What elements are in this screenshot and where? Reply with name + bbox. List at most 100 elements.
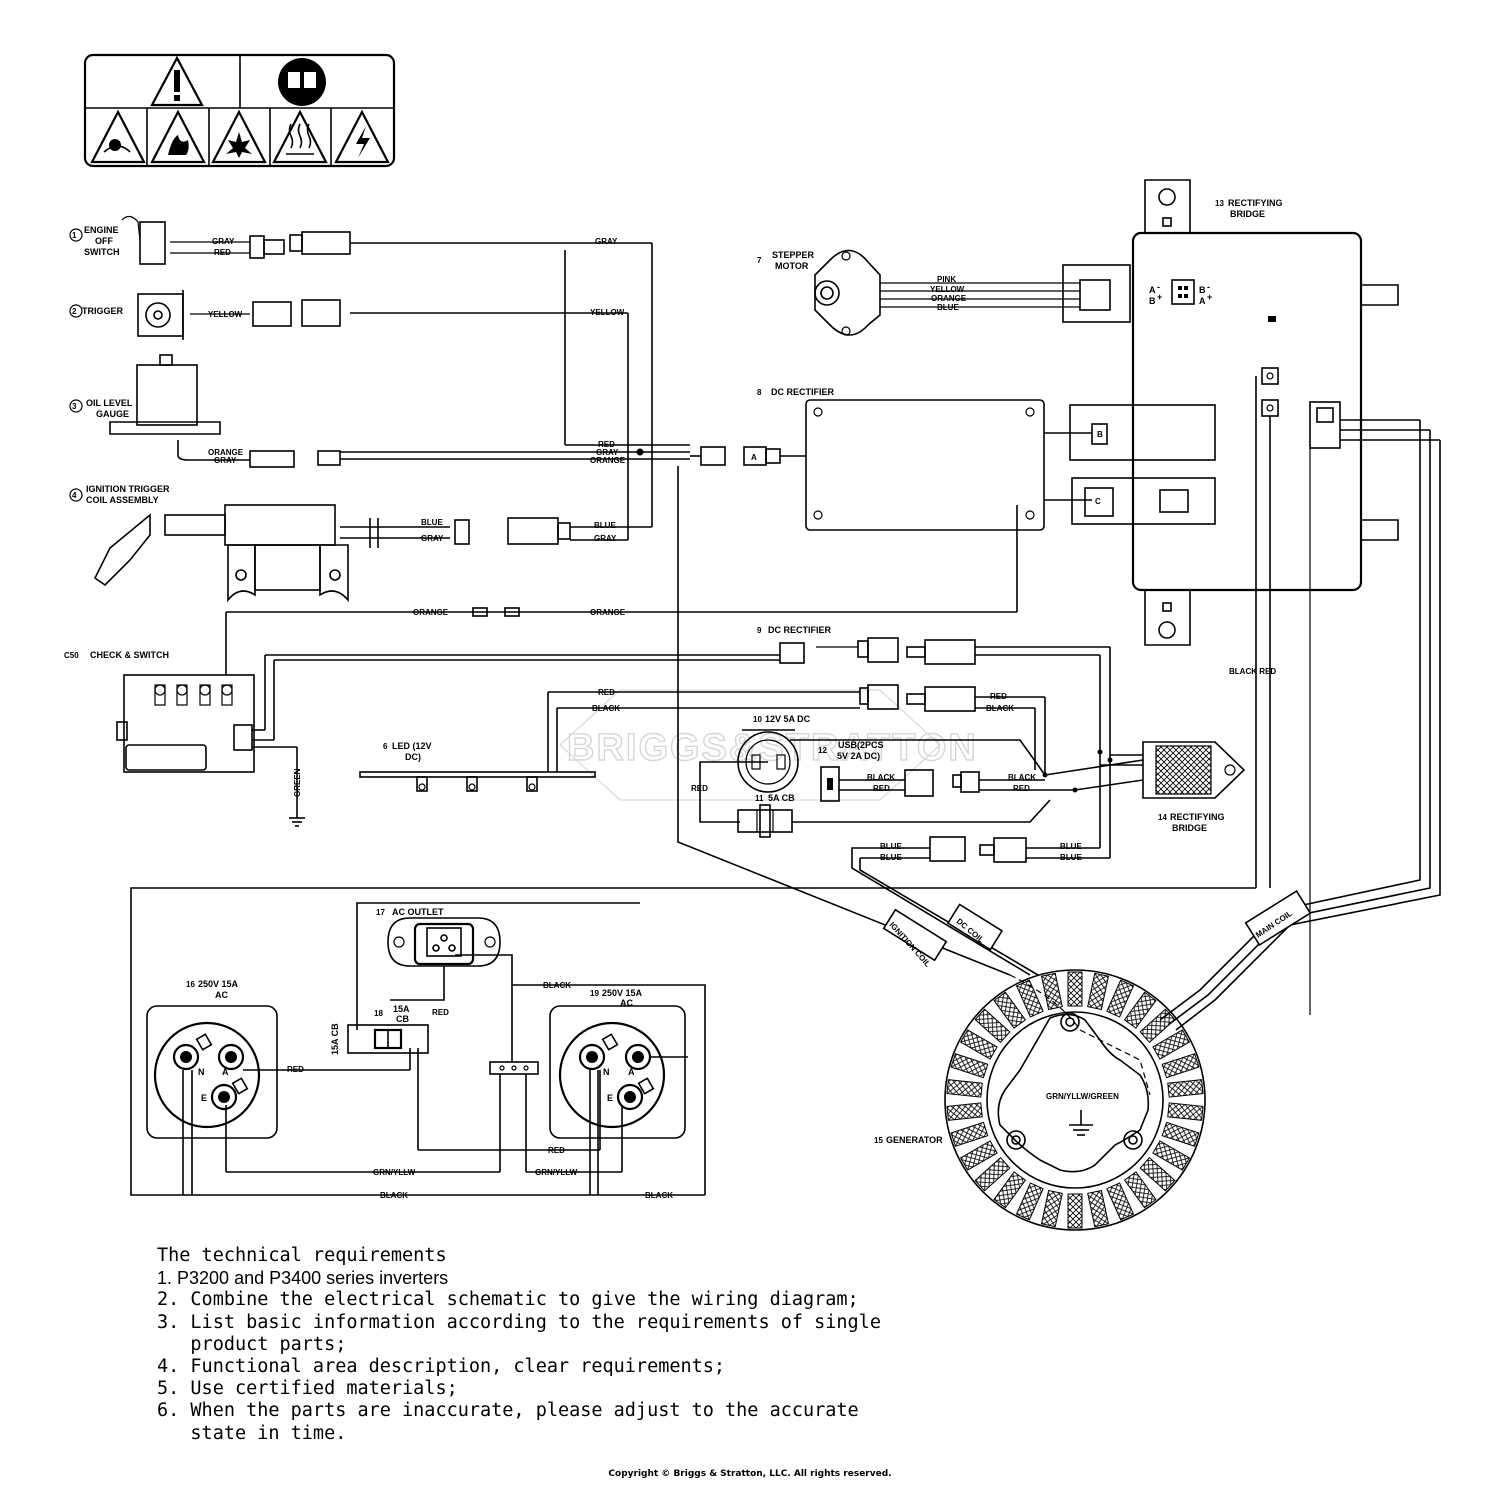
- wire-black-7: BLACK: [645, 1191, 673, 1200]
- dc-outlet-12v: [699, 729, 1046, 823]
- stator-tooth: [1106, 979, 1135, 1018]
- label-engine-off-1: ENGINE: [84, 225, 119, 235]
- fire-hazard-icon: [150, 109, 206, 164]
- component-labels: 1 ENGINE OFF SWITCH 2 TRIGGER 3 OIL LEVE…: [64, 198, 1283, 1145]
- wire-red-8: RED: [287, 1065, 304, 1074]
- wire-blue-3: BLUE: [937, 303, 959, 312]
- note-item-4: 4. Functional area description, clear re…: [157, 1356, 726, 1378]
- stator-tooth: [1123, 1171, 1157, 1209]
- hot-surface-icon: [272, 109, 328, 164]
- stator-tooth: [1139, 1156, 1176, 1192]
- pin-minus-left: -: [1157, 282, 1160, 292]
- label-outlet16-2: AC: [215, 990, 228, 1000]
- label-generator: GENERATOR: [886, 1135, 943, 1145]
- wire-red-1: RED: [214, 248, 231, 257]
- num-6: 6: [383, 742, 388, 751]
- stator-tooth: [1067, 971, 1083, 1007]
- wire-green: GREEN: [293, 768, 302, 797]
- label-ac-outlet: AC OUTLET: [392, 907, 444, 917]
- stator-tooth: [1139, 1008, 1176, 1044]
- label-rb13-1: RECTIFYING: [1228, 198, 1283, 208]
- stator-tooth: [1087, 1189, 1110, 1228]
- wire-red-9: RED: [432, 1008, 449, 1017]
- stator-tooth: [974, 1156, 1011, 1192]
- stator-tooth: [993, 1171, 1027, 1209]
- terminal-n-19: N: [603, 1067, 610, 1077]
- num-19: 19: [590, 989, 599, 998]
- wire-gray-3: GRAY: [214, 456, 237, 465]
- wire-red-2: RED: [598, 440, 615, 449]
- wire-red-7: RED: [691, 784, 708, 793]
- pin-minus-right: -: [1207, 282, 1210, 292]
- num-2: 2: [72, 307, 77, 316]
- label-stepper-2: MOTOR: [775, 261, 809, 271]
- black-red-return: [130, 887, 1256, 1196]
- label-usb-2: 5V 2A DC): [837, 751, 880, 761]
- stator-tooth: [946, 1102, 983, 1121]
- connector-b: B: [1097, 430, 1103, 439]
- label-cb15-side: 15A CB: [330, 1023, 340, 1055]
- dc-rectifier-9: [265, 637, 1111, 858]
- connector-labels: A B C A - B + B - A + N A E N A E: [198, 282, 1212, 1103]
- pin-b-left: B: [1149, 296, 1156, 306]
- label-stepper-1: STEPPER: [772, 250, 815, 260]
- oil-level-gauge: [69, 354, 341, 468]
- num-1: 1: [72, 231, 77, 240]
- note-item-3: 3. List basic information according to t…: [157, 1311, 881, 1333]
- led-bar: [359, 692, 596, 792]
- copyright-notice: Copyright © Briggs & Stratton, LLC. All …: [608, 1469, 892, 1479]
- dc-rectifier-8: [805, 399, 1216, 531]
- stator-tooth: [1106, 1182, 1135, 1221]
- stator-tooth: [1123, 991, 1157, 1029]
- stator-tooth: [1087, 972, 1110, 1011]
- stator-tooth: [974, 1008, 1011, 1044]
- pin-plus-right: +: [1207, 292, 1212, 302]
- ac-outlet-17: [387, 917, 513, 1062]
- stator-tooth: [1161, 1053, 1200, 1079]
- num-9: 9: [757, 626, 762, 635]
- wire-blue-4: BLUE: [880, 842, 902, 851]
- num-12: 12: [818, 746, 827, 755]
- stator-tooth: [1152, 1140, 1191, 1171]
- num-8: 8: [757, 388, 762, 397]
- num-4: 4: [72, 491, 77, 500]
- wire-black-5: BLACK: [543, 981, 571, 990]
- stator-tooth: [946, 1079, 983, 1098]
- notes-title: The technical requirements: [157, 1245, 447, 1266]
- label-oil-2: GAUGE: [96, 409, 129, 419]
- wire-yellow-1: YELLOW: [208, 310, 243, 319]
- wire-red-5: RED: [873, 784, 890, 793]
- wire-grnyllw-2: GRN/YLLW: [535, 1168, 578, 1177]
- terminal-a-16: A: [222, 1067, 229, 1077]
- circuit-breaker-15a: [347, 902, 640, 1151]
- num-3: 3: [72, 402, 77, 411]
- num-17: 17: [376, 908, 385, 917]
- connector-a: A: [751, 453, 757, 462]
- wire-orange-5: ORANGE: [931, 294, 967, 303]
- label-rb14-2: BRIDGE: [1172, 823, 1207, 833]
- label-cb15-2: CB: [396, 1014, 409, 1024]
- num-16: 16: [186, 980, 195, 989]
- label-usb-1: USB(2PCS: [838, 740, 884, 750]
- label-engine-off-3: SWITCH: [84, 247, 120, 257]
- label-5a-cb: 5A CB: [768, 793, 795, 803]
- wire-grnyllw-1: GRN/YLLW: [373, 1168, 416, 1177]
- wire-gray-5: GRAY: [421, 534, 444, 543]
- toxic-fumes-icon: [90, 109, 146, 164]
- label-dc-rect-9: DC RECTIFIER: [768, 625, 832, 635]
- wire-orange-3: ORANGE: [413, 608, 449, 617]
- note-item-3b: product parts;: [157, 1333, 347, 1355]
- wire-red-3: RED: [598, 688, 615, 697]
- label-led-2: DC): [405, 752, 421, 762]
- wire-blue-2: BLUE: [594, 521, 616, 530]
- wire-orange-2: ORANGE: [590, 456, 626, 465]
- warning-triangle-icon: [150, 55, 204, 107]
- note-item-2: 2. Combine the electrical schematic to g…: [157, 1289, 859, 1311]
- label-dc-rect-8: DC RECTIFIER: [771, 387, 835, 397]
- read-manual-icon: [278, 58, 326, 106]
- stator-tooth: [1067, 1193, 1083, 1229]
- check-and-switch-board: [116, 655, 305, 827]
- num-13: 13: [1215, 199, 1224, 208]
- note-item-5: 5. Use certified materials;: [157, 1378, 458, 1400]
- technical-requirements: The technical requirements 1. P3200 and …: [157, 1245, 881, 1445]
